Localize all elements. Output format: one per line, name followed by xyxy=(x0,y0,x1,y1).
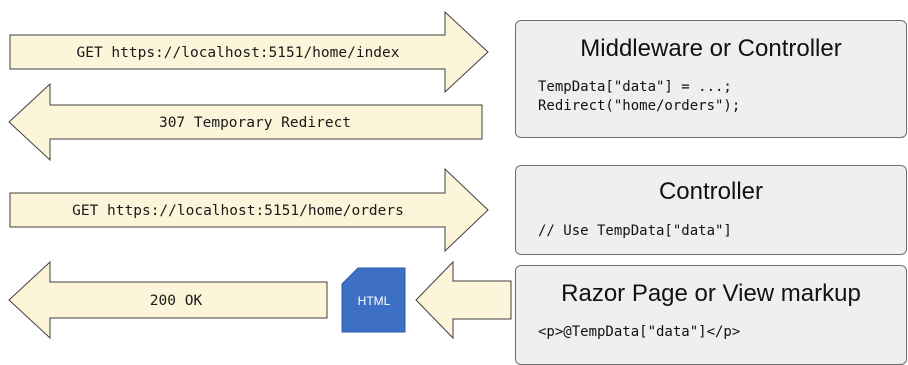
request-2-label: GET https://localhost:5151/home/orders xyxy=(72,203,404,219)
response-arrow-2: 200 OK xyxy=(8,260,328,340)
request-1-label: GET https://localhost:5151/home/index xyxy=(76,45,399,61)
middleware-controller-panel: Middleware or Controller TempData["data"… xyxy=(515,20,907,138)
razor-view-panel: Razor Page or View markup <p>@TempData["… xyxy=(515,265,907,365)
code-line: // Use TempData["data"] xyxy=(538,223,732,239)
code-line: TempData["data"] = ...; xyxy=(538,79,732,95)
html-document-icon: HTML xyxy=(341,267,406,333)
panel-title: Middleware or Controller xyxy=(580,35,842,62)
response-arrow-1: 307 Temporary Redirect xyxy=(8,82,483,162)
html-document-label: HTML xyxy=(358,294,391,308)
request-arrow-1: GET https://localhost:5151/home/index xyxy=(9,10,489,94)
controller-panel: Controller // Use TempData["data"] xyxy=(515,165,907,255)
response-1-label: 307 Temporary Redirect xyxy=(159,115,351,131)
panel-title: Controller xyxy=(658,178,764,205)
panel-title: Razor Page or View markup xyxy=(561,280,861,307)
request-arrow-2: GET https://localhost:5151/home/orders xyxy=(9,167,489,253)
code-line: <p>@TempData["data"]</p> xyxy=(538,324,741,340)
render-arrow xyxy=(415,260,512,340)
response-2-label: 200 OK xyxy=(150,293,203,309)
code-line: Redirect("home/orders"); xyxy=(538,98,741,114)
flow-arrows: GET https://localhost:5151/home/index 30… xyxy=(8,10,512,340)
